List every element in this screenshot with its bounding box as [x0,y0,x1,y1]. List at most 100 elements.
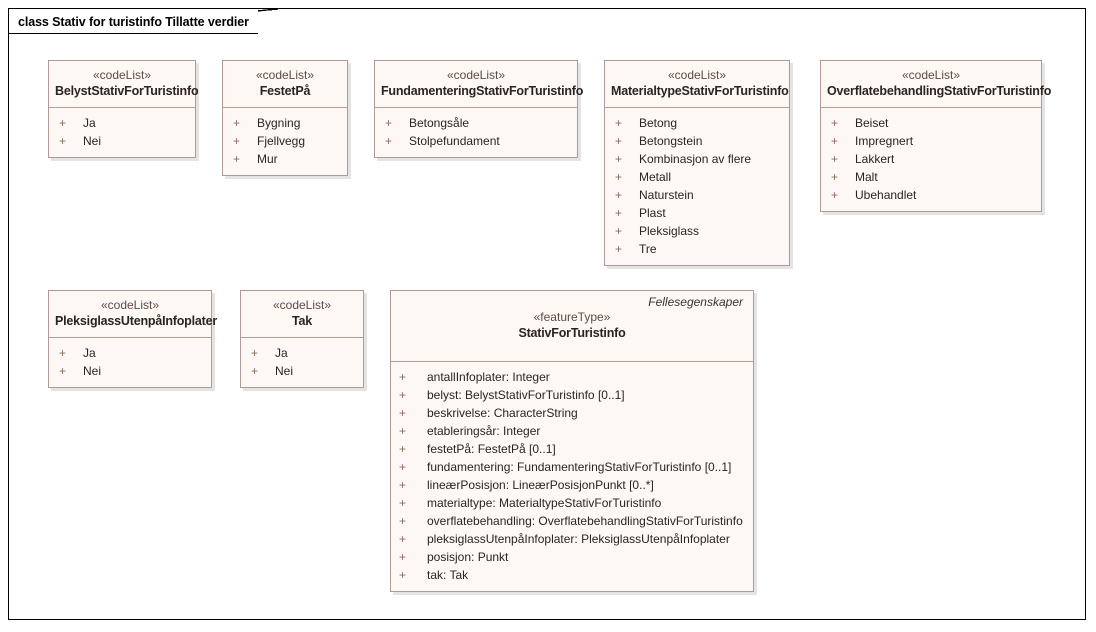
attributes-compartment: + Ja +Nei [241,338,363,387]
attribute-row[interactable]: +Naturstein [605,186,789,204]
attribute-row[interactable]: +Ubehandlet [821,186,1041,204]
compartment-separator [605,107,789,108]
attribute-row[interactable]: +etableringsår: Integer [391,422,753,440]
attributes-compartment: +Betongsåle+Stolpefundament [375,108,577,157]
class-header: Fellesegenskaper«featureType»StativForTu… [391,291,753,361]
visibility-marker: + [615,134,623,148]
uml-class-pleksiglass[interactable]: «codeList»PleksiglassUtenpåInfoplater +Ja… [48,290,217,388]
visibility-marker: + [399,568,407,582]
compartment-separator [49,107,195,108]
attribute-label: Fjellvegg [257,134,306,148]
compartment-separator [49,337,211,338]
attribute-label: Betongstein [639,134,703,148]
attribute-row[interactable]: +Fjellvegg [223,132,347,150]
uml-class-stativfortouristinfo[interactable]: Fellesegenskaper«featureType»StativForTu… [390,290,754,592]
visibility-marker: + [399,496,407,510]
attribute-row[interactable]: + Ja [241,344,363,362]
attribute-row[interactable]: + posisjon: Punkt [391,548,753,566]
class-stereotype: «featureType» [533,310,611,324]
attribute-row[interactable]: +Kombinasjon av flere [605,150,789,168]
visibility-marker: + [399,406,407,420]
attribute-row[interactable]: +tak: Tak [391,566,753,584]
visibility-marker: + [399,478,407,492]
attribute-label: fundamentering: FundamenteringStativForT… [427,460,732,474]
attribute-row[interactable]: + festetPå: FestetPå [0..1] [391,440,753,458]
attribute-row[interactable]: +Betongsåle [375,114,577,132]
attribute-row[interactable]: + Malt [821,168,1041,186]
attribute-row[interactable]: +Bygning [223,114,347,132]
uml-class-belyst[interactable]: «codeList»BelystStativForTuristinfo +Ja+N… [48,60,199,158]
attributes-compartment: +Betong + Betongstein +Kombinasjon av flere… [605,108,789,265]
visibility-marker: + [399,550,407,564]
attribute-row[interactable]: +Stolpefundament [375,132,577,150]
compartment-separator [391,361,753,362]
visibility-marker: + [615,224,623,238]
class-stereotype: «codeList» [901,68,961,82]
class-header: «codeList»BelystStativForTuristinfo [49,61,199,107]
attribute-row[interactable]: +Betong [605,114,789,132]
attribute-row[interactable]: +Nei [49,362,211,380]
uml-class-fundamentering[interactable]: «codeList»FundamenteringStativForTuristi… [374,60,584,158]
attribute-label: Ja [275,346,288,360]
attribute-row[interactable]: +Lakkert [821,150,1041,168]
uml-class-overflatebehandling[interactable]: «codeList» OverflatebehandlingStativForTu… [820,60,1052,212]
visibility-marker: + [615,188,623,202]
attribute-row[interactable]: + Betongstein [605,132,789,150]
attribute-row[interactable]: +Mur [223,150,347,168]
class-name: FundamenteringStativForTuristinfo [381,84,584,98]
attribute-row[interactable]: +overflatebehandling: Overflatebehandlin… [391,512,753,530]
compartment-separator [375,107,577,108]
attribute-row[interactable]: + fundamentering: FundamenteringStativFor… [391,458,753,476]
attribute-label: festetPå: FestetPå [0..1] [427,442,556,456]
class-stereotype: «codeList» [667,68,727,82]
attribute-row[interactable]: +Plast [605,204,789,222]
class-name: OverflatebehandlingStativForTuristinfo [827,84,1052,98]
attribute-row[interactable]: +Nei [49,132,195,150]
visibility-marker: + [399,388,407,402]
attribute-row[interactable]: +beskrivelse: CharacterString [391,404,753,422]
attribute-row[interactable]: +antallInfoplater: Integer [391,368,753,386]
class-name: FestetPå [259,84,311,98]
visibility-marker: + [831,170,839,184]
visibility-marker: + [831,152,839,166]
attribute-row[interactable]: +lineærPosisjon: LineærPosisjonPunkt [0.… [391,476,753,494]
attribute-row[interactable]: +materialtype: MaterialtypeStativForTuri… [391,494,753,512]
uml-class-materialtype[interactable]: «codeList»MaterialtypeStativForTuristinf… [604,60,790,266]
class-header: «codeList»FundamenteringStativForTuristi… [375,61,584,107]
visibility-marker: + [399,460,407,474]
uml-class-festetpaa[interactable]: «codeList»FestetPå+Bygning+Fjellvegg+Mur [222,60,348,176]
visibility-marker: + [59,346,67,360]
class-name: BelystStativForTuristinfo [55,84,199,98]
diagram-title: class Stativ for turistinfo Tillatte ver… [18,14,249,29]
attribute-label: Beiset [855,116,889,130]
class-name: Tak [291,314,312,328]
attribute-row[interactable]: +Ja [49,344,211,362]
visibility-marker: + [615,242,623,256]
visibility-marker: + [59,364,67,378]
attribute-label: Malt [855,170,878,184]
attribute-label: Mur [257,152,278,166]
visibility-marker: + [399,370,407,384]
compartment-separator [241,337,363,338]
attributes-compartment: +antallInfoplater: Integer+belyst: Belys… [391,362,753,591]
attribute-row[interactable]: +Tre [605,240,789,258]
attribute-row[interactable]: + Impregnert [821,132,1041,150]
attribute-row[interactable]: +Nei [241,362,363,380]
attribute-row[interactable]: +belyst: BelystStativForTuristinfo [0..1… [391,386,753,404]
compartment-separator [821,107,1041,108]
visibility-marker: + [251,346,259,360]
package-tag: Fellesegenskaper [648,295,743,309]
visibility-marker: + [59,116,67,130]
attribute-row[interactable]: +Metall [605,168,789,186]
visibility-marker: + [831,134,839,148]
attribute-label: posisjon: Punkt [427,550,509,564]
uml-class-tak[interactable]: «codeList»Tak+Ja+Nei [240,290,364,388]
class-header: «codeList»PleksiglassUtenpåInfoplater [49,291,217,337]
attribute-row[interactable]: +pleksiglassUtenpåInfoplater: Pleksiglas… [391,530,753,548]
attribute-label: Impregnert [855,134,914,148]
visibility-marker: + [399,442,407,456]
attribute-row[interactable]: +Ja [49,114,195,132]
attribute-row[interactable]: +Beiset [821,114,1041,132]
attribute-row[interactable]: +Pleksiglass [605,222,789,240]
visibility-marker: + [233,116,241,130]
